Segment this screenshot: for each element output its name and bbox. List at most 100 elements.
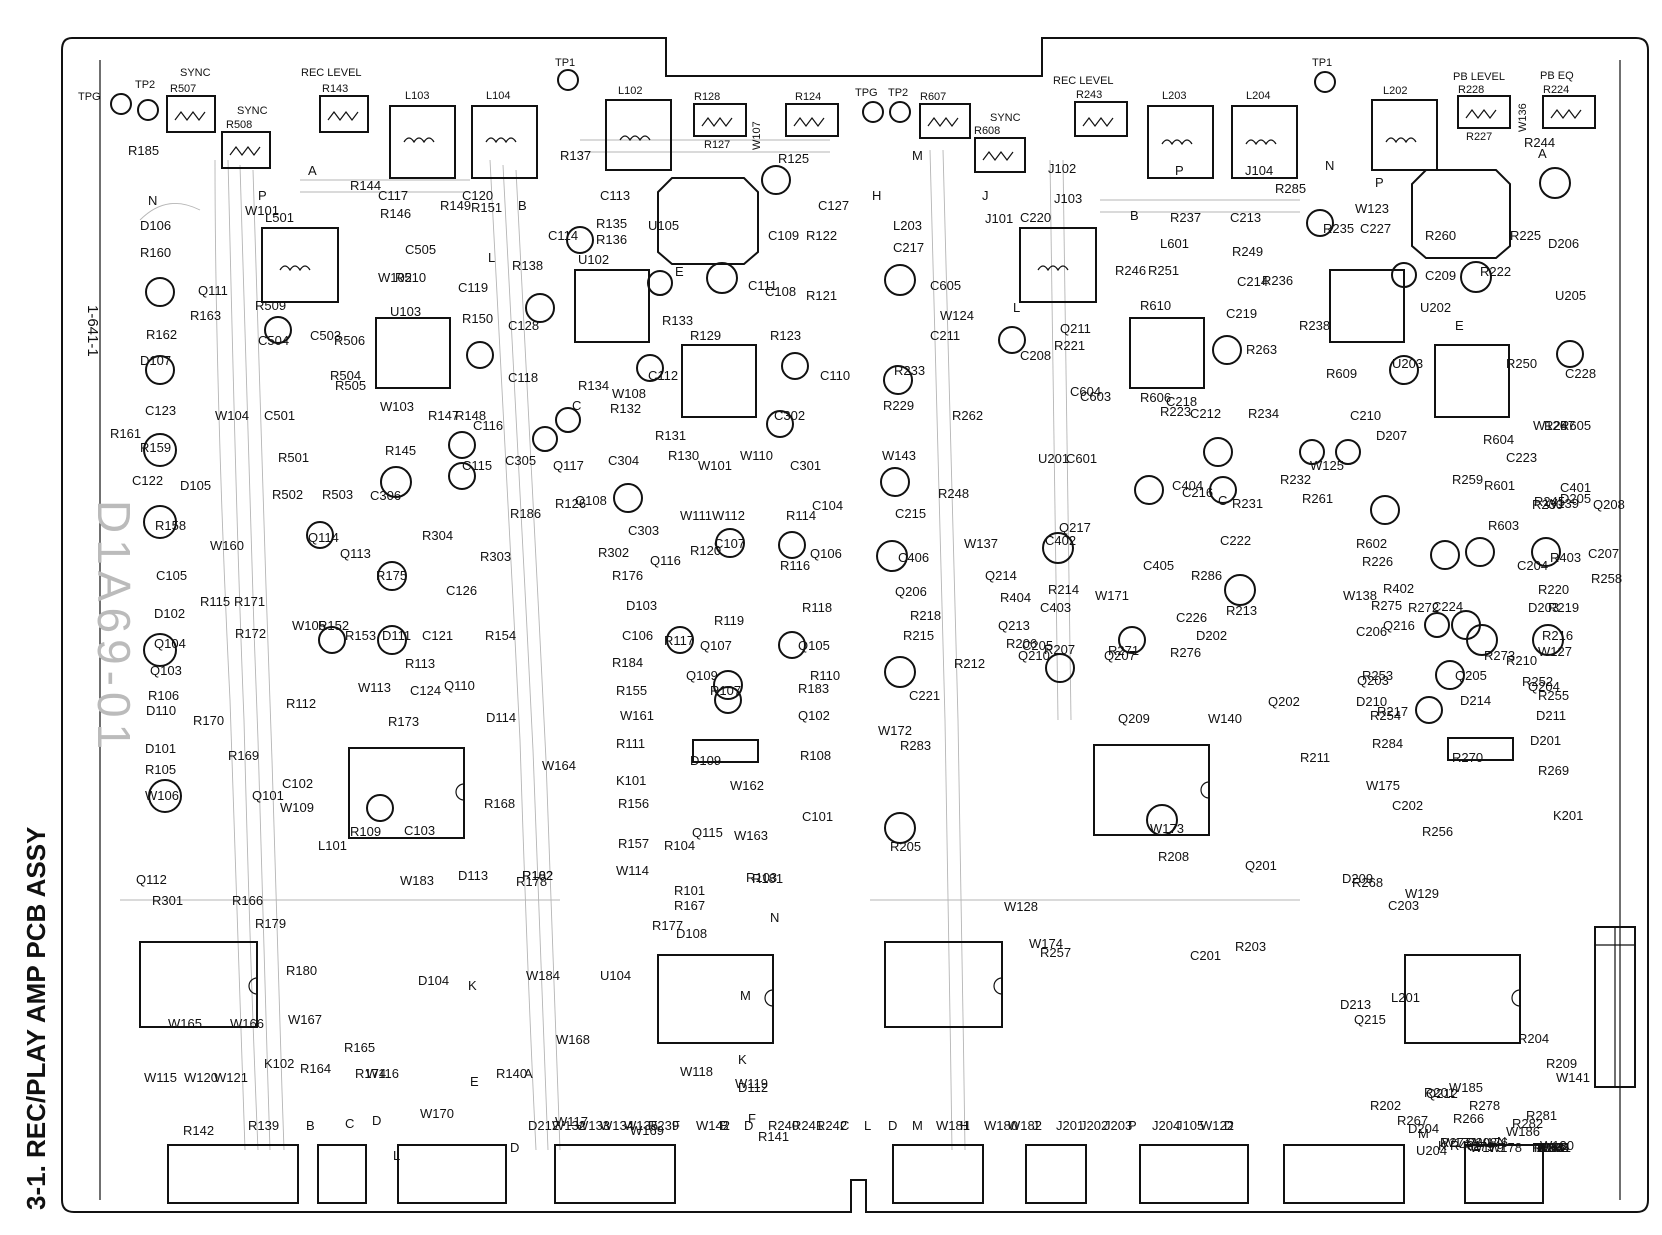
component-label-q208: Q208	[1593, 497, 1625, 512]
trimmer-r608[interactable]	[974, 137, 1026, 173]
component-label-c403: C403	[1040, 600, 1071, 615]
coil-l103-symbol	[403, 137, 435, 144]
component-label-c404: C404	[1172, 478, 1203, 493]
component-label-r184: R184	[612, 655, 643, 670]
component-label-r138: R138	[512, 258, 543, 273]
component-label-r210: R210	[1506, 653, 1537, 668]
component-label-w168: W168	[556, 1032, 590, 1047]
component-label-d213: D213	[1340, 997, 1371, 1012]
test-point-tp2-2[interactable]	[889, 101, 911, 123]
trimmer-r243[interactable]	[1074, 101, 1128, 137]
test-point-tp1-2[interactable]	[1314, 71, 1336, 93]
component-label-r273: R273	[1484, 648, 1515, 663]
ic-u101	[681, 344, 757, 418]
component-label-w166: W166	[230, 1016, 264, 1031]
component-label-a: A	[524, 1066, 533, 1081]
component-label-d212: D212	[528, 1118, 559, 1133]
board-outline	[61, 37, 1649, 1213]
component-footprint	[778, 531, 806, 559]
component-label-c123: C123	[145, 403, 176, 418]
trimmer-r124[interactable]	[785, 103, 839, 137]
component-label-r235: R235	[1323, 221, 1354, 236]
component-label-q211: Q211	[1060, 321, 1091, 336]
component-label-k101: K101	[616, 773, 646, 788]
component-label-w178: W178	[1488, 1140, 1522, 1155]
test-point-tpg-2[interactable]	[862, 101, 884, 123]
component-footprint	[366, 794, 394, 822]
relay-k101	[348, 747, 465, 839]
component-label-r117: R117	[664, 633, 694, 648]
test-point-tpg[interactable]	[110, 93, 132, 115]
component-label-r176: R176	[612, 568, 643, 583]
component-label-r112: R112	[286, 696, 316, 711]
trimmer-r508[interactable]	[221, 131, 271, 169]
component-label-c209: C209	[1425, 268, 1456, 283]
component-label-c601: C601	[1066, 451, 1097, 466]
component-footprint	[566, 226, 594, 254]
component-label-j203: J203	[1104, 1118, 1132, 1133]
trimmer-r128[interactable]	[693, 103, 747, 137]
component-label-r174: R174	[355, 1066, 386, 1081]
component-label-c: C	[572, 398, 581, 413]
connector-j203	[1139, 1144, 1249, 1204]
component-label-r218: R218	[910, 608, 941, 623]
component-label-q217: Q217	[1059, 520, 1091, 535]
component-label-q204: Q204	[1528, 679, 1560, 694]
component-label-d207: D207	[1376, 428, 1407, 443]
component-label-r248: R248	[938, 486, 969, 501]
component-label-w177: W177	[1442, 1135, 1476, 1150]
component-label-r161: R161	[110, 426, 141, 441]
component-label-r602: R602	[1356, 536, 1387, 551]
ic-u104	[139, 941, 258, 1028]
connector-j102	[317, 1144, 367, 1204]
component-label-c202: C202	[1392, 798, 1423, 813]
component-label-q116: Q116	[650, 553, 681, 568]
component-label-c221: C221	[909, 688, 940, 703]
component-label-w165: W165	[168, 1016, 202, 1031]
component-label-l: L	[393, 1148, 400, 1163]
component-label-c405: C405	[1143, 558, 1174, 573]
label-r507: R507	[170, 83, 196, 95]
component-label-r167: R167	[674, 898, 705, 913]
trimmer-r224[interactable]	[1542, 95, 1596, 129]
trimmer-r224-symbol	[1550, 109, 1582, 119]
component-label-r164: R164	[300, 1061, 331, 1076]
component-label-r177: R177	[652, 918, 683, 933]
component-label-w122: W122	[1200, 1118, 1234, 1133]
trimmer-r607[interactable]	[919, 103, 971, 139]
label-r228: R228	[1458, 84, 1484, 96]
coil-l601-symbol	[1037, 265, 1069, 272]
component-label-q205: Q205	[1455, 668, 1487, 683]
component-label-j: J	[982, 188, 989, 203]
component-label-r122: R122	[806, 228, 837, 243]
component-label-c101: C101	[802, 809, 833, 824]
trimmer-r228[interactable]	[1457, 95, 1511, 129]
component-label-k201: K201	[1553, 808, 1583, 823]
component-label-c214: C214	[1237, 274, 1268, 289]
test-point-tp1[interactable]	[557, 69, 579, 91]
label-tp2: TP2	[135, 79, 155, 91]
component-label-r151: R151	[471, 200, 502, 215]
trimmer-r507[interactable]	[166, 95, 216, 133]
trimmer-r143[interactable]	[319, 95, 369, 133]
component-label-r185: R185	[128, 143, 159, 158]
relay-k202	[1404, 954, 1521, 1044]
component-label-q201: Q201	[1245, 858, 1277, 873]
component-label-w128: W128	[1004, 899, 1038, 914]
component-label-b: B	[518, 198, 527, 213]
component-label-r253: R253	[1362, 668, 1393, 683]
component-label-u104: U104	[600, 968, 631, 983]
test-point-tp2[interactable]	[137, 99, 159, 121]
component-label-r605: R605	[1560, 418, 1591, 433]
component-label-r111: R111	[616, 736, 645, 751]
trimmer-r228-symbol	[1465, 109, 1497, 119]
component-label-c109: C109	[768, 228, 799, 243]
component-label-r130: R130	[668, 448, 699, 463]
component-label-c105: C105	[156, 568, 187, 583]
component-label-d: D	[372, 1113, 381, 1128]
coil-l102	[605, 99, 672, 171]
component-footprint	[1435, 660, 1465, 690]
component-label-q207: Q207	[1104, 648, 1136, 663]
